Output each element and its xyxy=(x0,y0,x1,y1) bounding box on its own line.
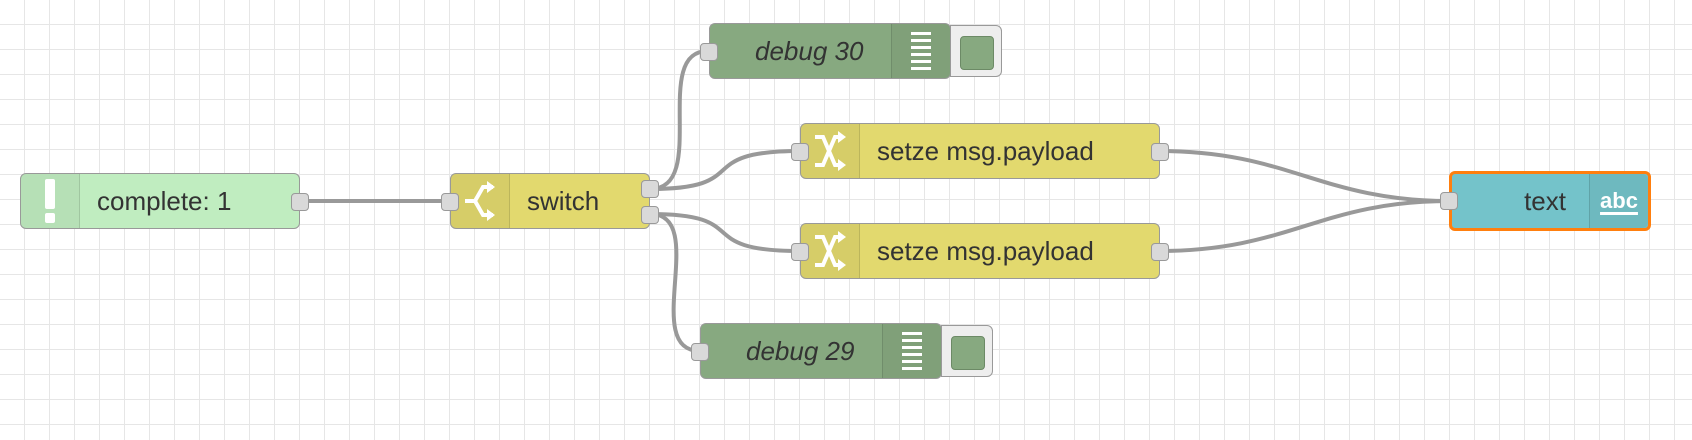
text-node-label: text xyxy=(1524,185,1566,216)
wire-change1-text[interactable] xyxy=(1158,149,1451,203)
switch-input-port[interactable] xyxy=(441,193,459,211)
wire-switch-debug29[interactable] xyxy=(649,212,701,353)
shuffle-icon xyxy=(801,124,860,178)
shuffle-icon xyxy=(801,224,860,278)
abc-text-icon: abc xyxy=(1589,174,1648,228)
complete-output-port[interactable] xyxy=(291,193,309,211)
complete-node-label: complete: 1 xyxy=(97,185,232,216)
debug29-node-label: debug 29 xyxy=(746,335,855,366)
switch-output-port-1[interactable] xyxy=(641,180,659,198)
change2-output-port[interactable] xyxy=(1151,243,1169,261)
debug-list-icon xyxy=(882,324,941,378)
debug30-node-label: debug 30 xyxy=(755,35,864,66)
change2-input-port[interactable] xyxy=(791,243,809,261)
change1-output-port[interactable] xyxy=(1151,143,1169,161)
debug30-input-port[interactable] xyxy=(700,43,718,61)
change2-node-label: setze msg.payload xyxy=(877,235,1094,266)
wire-switch-change2[interactable] xyxy=(649,212,801,253)
wire-change2-text[interactable] xyxy=(1158,199,1451,253)
change1-input-port[interactable] xyxy=(791,143,809,161)
change2-node[interactable]: setze msg.payload xyxy=(791,223,1169,279)
switch-node-label: switch xyxy=(527,185,600,216)
text-node[interactable]: text abc xyxy=(1440,171,1651,231)
alert-icon xyxy=(21,174,80,228)
wire-switch-change1[interactable] xyxy=(649,149,801,191)
switch-icon xyxy=(451,174,510,228)
switch-node[interactable]: switch xyxy=(441,173,659,229)
debug30-node[interactable]: debug 30 xyxy=(700,23,951,79)
debug30-toggle-button[interactable] xyxy=(950,25,1002,77)
debug29-input-port[interactable] xyxy=(691,343,709,361)
debug29-node[interactable]: debug 29 xyxy=(691,323,942,379)
complete-node[interactable]: complete: 1 xyxy=(20,173,309,229)
text-input-port[interactable] xyxy=(1440,192,1458,210)
wire-switch-debug30[interactable] xyxy=(649,49,709,191)
debug29-toggle-button[interactable] xyxy=(941,325,993,377)
change1-node[interactable]: setze msg.payload xyxy=(791,123,1169,179)
switch-output-port-2[interactable] xyxy=(641,206,659,224)
change1-node-label: setze msg.payload xyxy=(877,135,1094,166)
debug-list-icon xyxy=(891,24,950,78)
